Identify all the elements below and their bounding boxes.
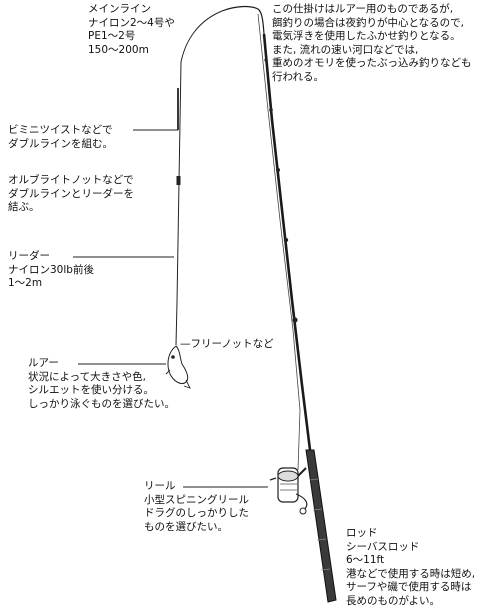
rod-guide (269, 108, 273, 112)
rod-tip (221, 5, 265, 35)
albright-knot (176, 176, 181, 185)
label-leader: リーダー ナイロン30lb前後 1〜2m (8, 250, 94, 290)
rod-guide (283, 237, 289, 243)
rod-line-path (257, 13, 301, 471)
grip-wrap (320, 568, 331, 571)
label-albright-knot: オルブライトノットなどで ダブルラインとリーダーを 結ぶ。 (8, 174, 134, 214)
rod-guide (264, 58, 268, 62)
rod-grip (305, 449, 337, 603)
lure-icon (165, 345, 191, 389)
rod-guide (276, 168, 280, 172)
label-free-knot: —フリーノットなど (180, 338, 274, 350)
rod-blank (262, 33, 312, 451)
grip-wrap (309, 478, 319, 481)
main-fishing-line (175, 10, 223, 346)
label-rod: ロッド シーバスロッド 6〜11ft 港などで使用する時は短め, サーフや磯で使… (346, 527, 476, 607)
grip-wrap (312, 508, 323, 511)
spinning-reel (269, 467, 308, 515)
grip-wrap (316, 538, 327, 541)
rod-guide (292, 317, 298, 323)
label-main-line: メインライン ナイロン2〜4号や PE1〜2号 150〜200m (88, 3, 175, 56)
label-description: この仕掛けはルアー用のものであるが, 餌釣りの場合は夜釣りが中心となるので, 電… (272, 3, 472, 83)
label-lure: ルアー 状況によって大きさや色, シルエットを使い分ける。 しっかり泳ぐものを選… (28, 357, 175, 410)
label-bimini-twist: ビミニツイストなどで ダブルラインを組む。 (8, 124, 113, 150)
label-reel: リール 小型スピニングリール ドラグのしっかりした ものを選びたい。 (144, 480, 249, 533)
